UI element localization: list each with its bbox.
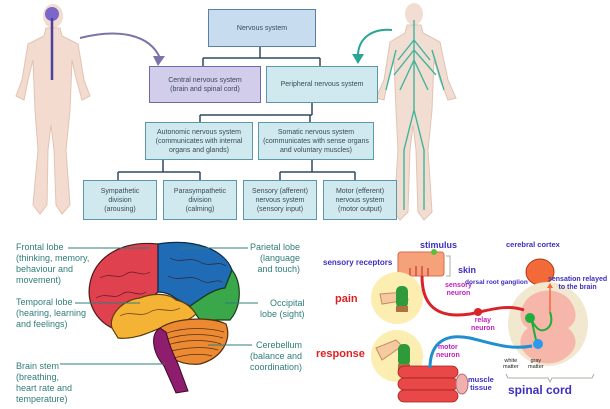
relay-neuron-label: relay neuron [471, 317, 495, 332]
brain-stem [153, 327, 189, 394]
autonomic-nervous-system-box: Autonomic nervous system (communicates w… [145, 122, 253, 160]
pns-human-figure [375, 3, 457, 221]
parietal-lobe-label: Parietal lobe (language and touch) [250, 242, 301, 274]
somatic-nervous-system-box: Somatic nervous system (communicates wit… [258, 122, 374, 160]
motor-neuron [428, 335, 533, 369]
peripheral-nervous-system-box: Peripheral nervous system [266, 66, 378, 103]
brain-stem-label: Brain stem (breathing, heart rate and te… [16, 361, 73, 404]
occipital-lobe-label: Occipital lobe (sight) [260, 298, 305, 319]
stimulus-label: stimulus [420, 240, 458, 250]
chart-connectors [15, 3, 457, 221]
nervous-system-box: Nervous system [208, 9, 316, 47]
nervous-system-chart-panel: Nervous system Central nervous system (b… [15, 3, 457, 221]
pns-arrow [357, 28, 393, 57]
sensory-neuron [420, 275, 525, 317]
motor-neuron-label: motor neuron [436, 344, 460, 359]
muscle-tissue-label: muscle tissue [468, 375, 494, 392]
skin-label: skin [458, 265, 477, 275]
skin-brace [446, 255, 451, 277]
temporal-lobe-label: Temporal lobe (hearing, learning and fee… [16, 297, 87, 329]
reflex-arc-panel: stimulus sensory receptors skin pain res… [310, 228, 610, 409]
dorsal-root-ganglion-label: dorsal root ganglion [465, 279, 528, 286]
muscle-tissue [397, 365, 459, 403]
temporal-lobe [110, 293, 197, 339]
skin-block [397, 251, 445, 277]
reflex-arc-illustration [371, 249, 595, 403]
spinal-cord-cross-section [508, 282, 588, 366]
central-nervous-system-box: Central nervous system (brain and spinal… [149, 66, 261, 103]
sympathetic-division-box: Sympathetic division (arousing) [83, 180, 157, 220]
brain-illustration [60, 241, 258, 394]
sensory-neuron-label: sensory neuron [445, 282, 472, 297]
spinal-cord-label: spinal cord [508, 383, 573, 397]
cactus-1 [396, 286, 408, 308]
stimulus-dot [431, 249, 437, 255]
pain-label: pain [335, 293, 358, 305]
sensory-receptors-label: sensory receptors [323, 258, 393, 267]
white-matter-label: white matter [503, 358, 519, 370]
brain-lobes-panel: Frontal lobe (thinking, memory, behaviou… [0, 228, 305, 409]
sensory-nervous-system-box: Sensory (afferent) nervous system (senso… [243, 180, 317, 220]
response-label: response [316, 348, 365, 360]
parasympathetic-division-box: Parasympathetic division (calming) [163, 180, 237, 220]
relay-neuron [529, 311, 553, 341]
motor-nervous-system-box: Motor (efferent) nervous system (motor o… [323, 180, 397, 220]
frontal-lobe-label: Frontal lobe (thinking, memory, behaviou… [16, 242, 90, 285]
cerebral-cortex-label: cerebral cortex [506, 240, 560, 249]
cerebellum-label: Cerebellum (balance and coordination) [250, 340, 303, 372]
cns-human-figure [15, 4, 91, 215]
gray-matter-label: gray matter [528, 358, 544, 370]
cns-arrow [79, 32, 161, 59]
spinal-cord-brace [505, 373, 595, 384]
sensation-relayed-label: sensation relayed to the brain [548, 276, 608, 291]
cactus-2 [398, 344, 410, 366]
